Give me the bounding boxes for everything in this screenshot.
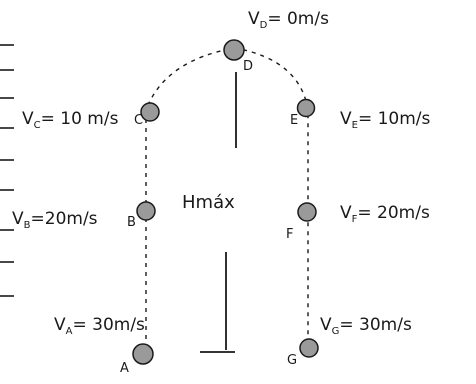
ball-B (136, 201, 156, 221)
ball-D (223, 39, 245, 61)
point-label-D: D (243, 59, 253, 74)
svg-text:VF= 20m/s: VF= 20m/s (340, 203, 430, 225)
velocity-label-C: VC= 10 m/s (22, 109, 119, 131)
velocity-label-D: VD= 0m/s (248, 9, 329, 31)
left-scale-ticks (0, 44, 14, 297)
velocity-label-B: VB=20m/s (12, 209, 98, 231)
ball-A (132, 343, 154, 365)
point-label-B: B (127, 215, 136, 230)
svg-text:VD= 0m/s: VD= 0m/s (248, 9, 329, 31)
height-label: Hmáx (182, 192, 235, 213)
svg-text:VC= 10 m/s: VC= 10 m/s (22, 109, 119, 131)
point-label-A: A (120, 361, 129, 376)
ball-E (296, 98, 316, 118)
ball-F (297, 202, 317, 222)
svg-text:VA= 30m/s: VA= 30m/s (54, 315, 145, 337)
point-label-C: C (134, 113, 143, 128)
svg-text:VB=20m/s: VB=20m/s (12, 209, 98, 231)
height-arrow (200, 72, 237, 353)
ball-G (299, 338, 319, 358)
ball-C (140, 102, 160, 122)
velocity-label-A: VA= 30m/s (54, 315, 145, 337)
svg-text:VG= 30m/s: VG= 30m/s (320, 315, 412, 337)
velocity-label-E: VE= 10m/s (340, 109, 431, 131)
point-label-F: F (286, 227, 293, 242)
svg-text:VE= 10m/s: VE= 10m/s (340, 109, 431, 131)
point-label-G: G (287, 353, 297, 368)
point-label-E: E (290, 113, 298, 128)
velocity-label-F: VF= 20m/s (340, 203, 430, 225)
velocity-label-G: VG= 30m/s (320, 315, 412, 337)
